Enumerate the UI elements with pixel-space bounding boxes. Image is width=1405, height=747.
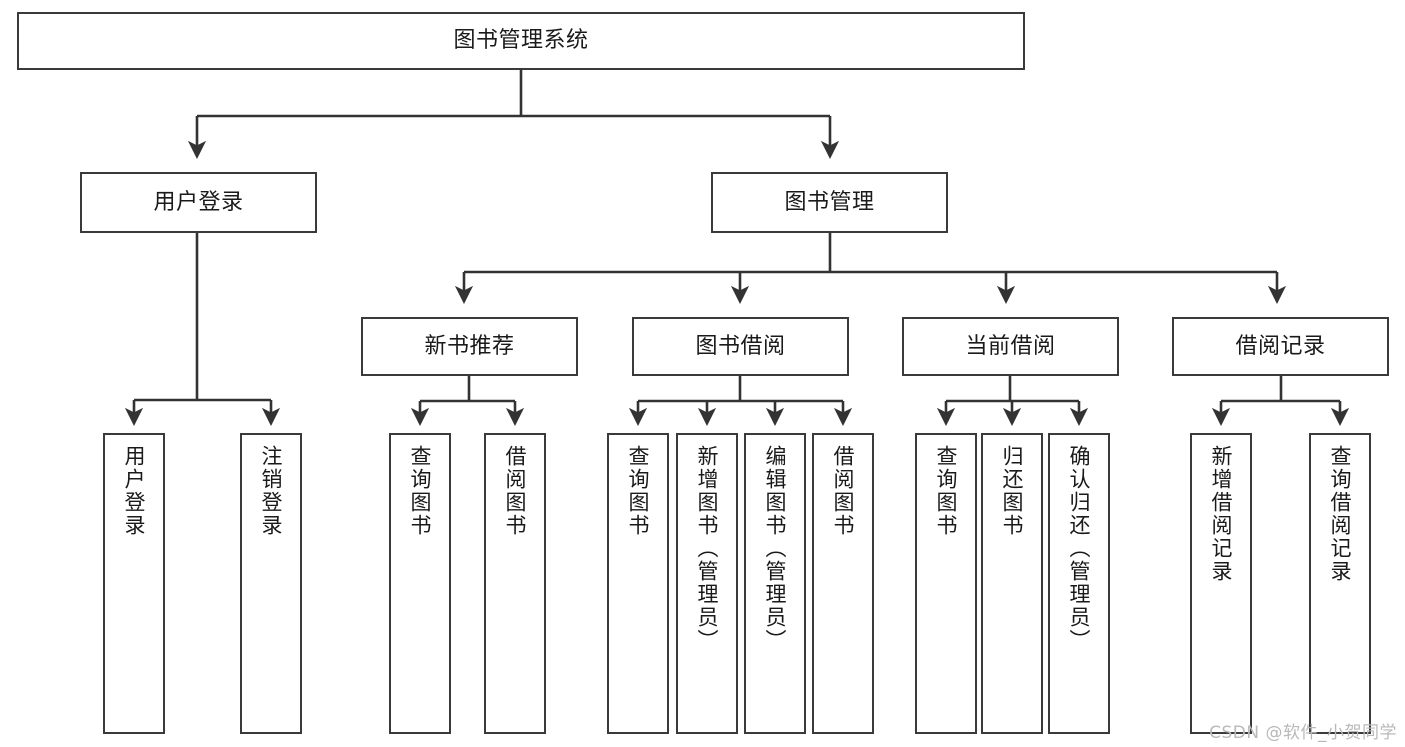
node-label: 用户登录 [122, 445, 147, 537]
node-root-system[interactable]: 图书管理系统 [17, 12, 1025, 70]
node-label: 查询图书 [934, 445, 959, 537]
node-label: 图书管理系统 [453, 28, 589, 54]
node-label: 确认归还（管理员） [1067, 445, 1092, 652]
node-label: 当前借阅 [965, 333, 1056, 359]
leaf-book-borrow-query[interactable]: 查询图书 [607, 433, 669, 734]
node-label: 用户登录 [153, 189, 244, 215]
node-label: 新增图书（管理员） [695, 445, 720, 652]
node-label: 借阅图书 [503, 445, 528, 537]
node-label: 新书推荐 [424, 333, 515, 359]
leaf-new-book-borrow[interactable]: 借阅图书 [484, 433, 546, 734]
node-label: 借阅图书 [831, 445, 856, 537]
leaf-book-borrow-edit[interactable]: 编辑图书（管理员） [744, 433, 806, 734]
node-label: 图书管理 [784, 189, 875, 215]
leaf-user-login-logout[interactable]: 注销登录 [240, 433, 302, 734]
leaf-borrow-record-add[interactable]: 新增借阅记录 [1190, 433, 1252, 734]
node-book-borrow[interactable]: 图书借阅 [632, 317, 849, 376]
leaf-borrow-record-query[interactable]: 查询借阅记录 [1309, 433, 1371, 734]
node-label: 查询借阅记录 [1328, 445, 1353, 583]
node-current-borrow[interactable]: 当前借阅 [902, 317, 1119, 376]
node-borrow-record[interactable]: 借阅记录 [1172, 317, 1389, 376]
node-user-login[interactable]: 用户登录 [80, 172, 317, 233]
node-book-management[interactable]: 图书管理 [711, 172, 948, 233]
leaf-book-borrow-add[interactable]: 新增图书（管理员） [676, 433, 738, 734]
node-label: 归还图书 [1000, 445, 1025, 537]
node-label: 查询图书 [626, 445, 651, 537]
node-label: 图书借阅 [695, 333, 786, 359]
leaf-book-borrow-borrow[interactable]: 借阅图书 [812, 433, 874, 734]
leaf-current-borrow-query[interactable]: 查询图书 [915, 433, 977, 734]
leaf-current-borrow-confirm-return[interactable]: 确认归还（管理员） [1048, 433, 1110, 734]
node-label: 注销登录 [259, 445, 284, 537]
node-label: 借阅记录 [1235, 333, 1326, 359]
node-label: 查询图书 [408, 445, 433, 537]
watermark-text: CSDN @软件_小贺同学 [1209, 723, 1397, 743]
node-label: 编辑图书（管理员） [763, 445, 788, 652]
leaf-current-borrow-return[interactable]: 归还图书 [981, 433, 1043, 734]
leaf-user-login-login[interactable]: 用户登录 [103, 433, 165, 734]
node-label: 新增借阅记录 [1209, 445, 1234, 583]
node-new-book-recommend[interactable]: 新书推荐 [361, 317, 578, 376]
leaf-new-book-query[interactable]: 查询图书 [389, 433, 451, 734]
